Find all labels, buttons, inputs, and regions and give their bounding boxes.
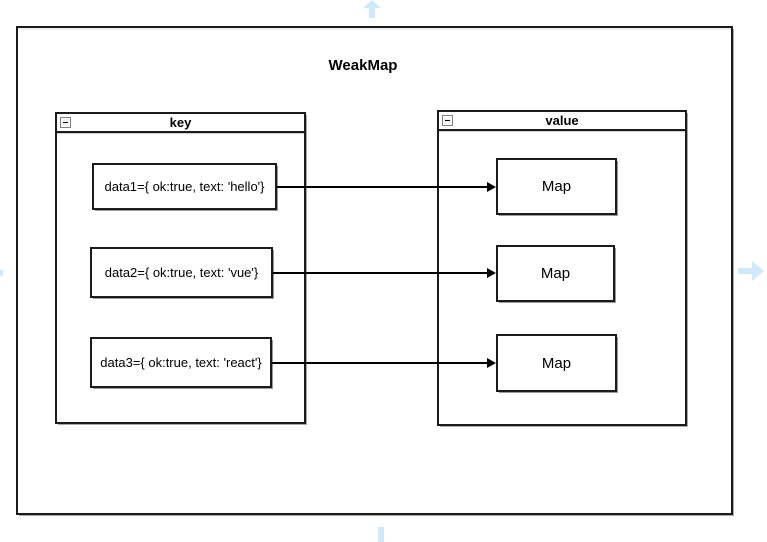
key-item-data3[interactable]: data3={ ok:true, text: 'react'} <box>90 337 272 388</box>
collapse-icon[interactable] <box>60 117 71 128</box>
key-item-data1[interactable]: data1={ ok:true, text: 'hello'} <box>92 163 277 210</box>
connector-line <box>273 272 487 274</box>
value-item-map-2-label: Map <box>540 265 571 282</box>
value-item-map-3[interactable]: Map <box>496 334 617 392</box>
diagram-title[interactable]: WeakMap <box>328 57 398 74</box>
key-container-header: key <box>57 114 304 133</box>
value-item-map-2[interactable]: Map <box>496 245 615 302</box>
nav-arrow-right-shaft <box>738 268 752 274</box>
connector-line <box>277 186 487 188</box>
connector-line <box>272 362 487 364</box>
key-item-data3-label: data3={ ok:true, text: 'react'} <box>100 355 262 370</box>
nav-arrow-right-icon[interactable] <box>738 261 766 281</box>
nav-arrow-down-icon[interactable] <box>372 527 390 542</box>
value-item-map-1-label: Map <box>541 178 572 195</box>
value-item-map-3-label: Map <box>541 354 572 372</box>
key-item-data1-label: data1={ ok:true, text: 'hello'} <box>104 179 265 194</box>
nav-arrow-left-icon[interactable] <box>0 263 3 283</box>
nav-arrow-up-shaft <box>369 7 375 18</box>
arrowhead-icon <box>487 182 496 192</box>
nav-arrow-up-head <box>363 0 381 8</box>
connector-arrow-data3-map[interactable] <box>272 357 496 369</box>
key-item-data2-label: data2={ ok:true, text: 'vue'} <box>104 265 259 280</box>
value-container-header: value <box>439 112 685 131</box>
connector-arrow-data2-map[interactable] <box>273 267 496 279</box>
arrowhead-icon <box>487 268 496 278</box>
nav-arrow-left-shaft <box>0 270 3 276</box>
value-container-label: value <box>545 113 579 128</box>
weakmap-outer-box[interactable] <box>16 26 733 515</box>
nav-arrow-down-shaft <box>378 527 384 542</box>
arrowhead-icon <box>487 358 496 368</box>
key-container-label: key <box>169 115 192 130</box>
nav-arrow-right-head <box>752 261 764 281</box>
key-item-data2[interactable]: data2={ ok:true, text: 'vue'} <box>90 247 273 298</box>
connector-arrow-data1-map[interactable] <box>277 181 496 193</box>
nav-arrow-up-icon[interactable] <box>363 0 381 18</box>
value-item-map-1[interactable]: Map <box>496 158 617 215</box>
collapse-icon[interactable] <box>442 115 453 126</box>
